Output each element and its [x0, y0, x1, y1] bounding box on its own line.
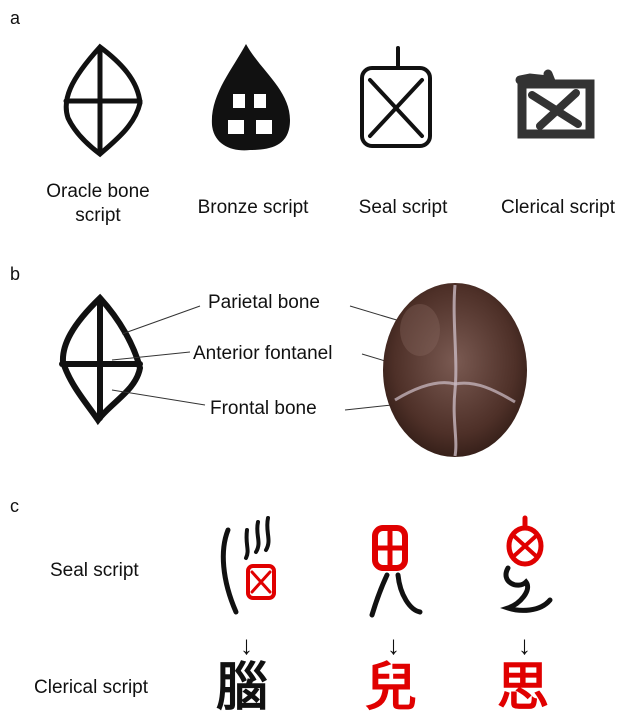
seal-char-2 [372, 528, 420, 615]
clerical-char-1: 腦 [216, 662, 268, 714]
seal-char-1 [223, 518, 274, 612]
clerical-char-3: 思 [497, 662, 549, 714]
seal-char-3 [506, 518, 550, 610]
clerical-char-2: 兒 [365, 662, 417, 714]
